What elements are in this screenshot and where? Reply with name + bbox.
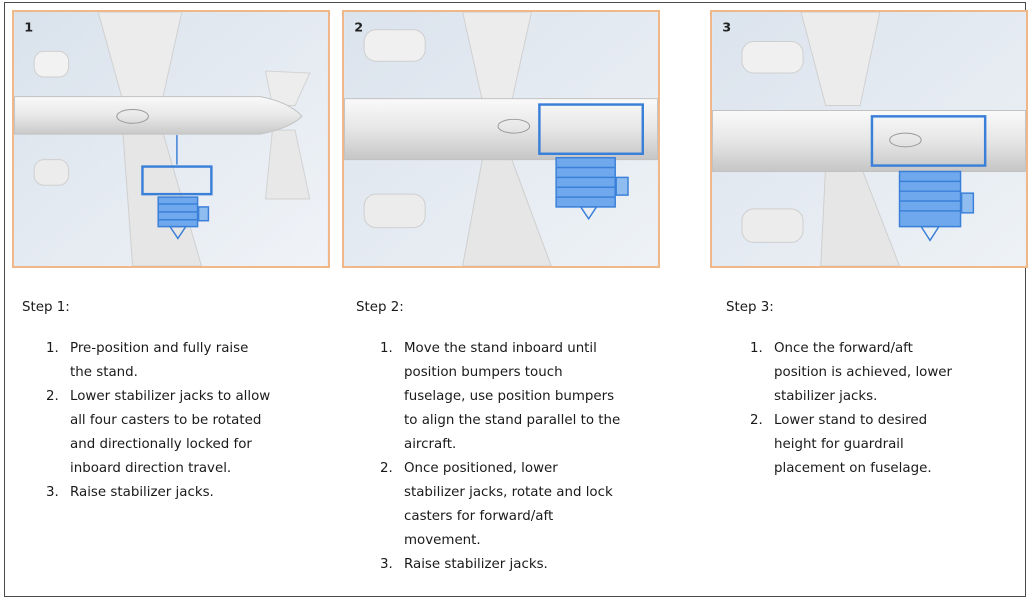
list-item: 3. Raise stabilizer jacks. [22,481,322,505]
list-text: Raise stabilizer jacks. [404,557,548,572]
list-text: Raise stabilizer jacks. [70,485,214,500]
step-heading: Step 1: [22,300,70,315]
step-1-illustration: 1 [12,10,330,268]
maintenance-stand-icon [538,103,644,221]
step-number: 3 [722,21,731,36]
step-2-text: Step 2: 1. Move the stand inboard until p… [356,300,676,577]
aircraft-illustration: 3 [712,12,1026,266]
list-item: 1. Once the forward/aft position is achie… [726,337,1016,409]
list-number: 1. [380,341,393,356]
step-3-illustration: 3 [710,10,1028,268]
list-number: 1. [750,341,763,356]
step-1-text: Step 1: 1. Pre-position and fully raise t… [22,300,322,505]
step-instructions-list: 1. Once the forward/aft position is achie… [726,337,1016,481]
step-number: 1 [24,21,33,36]
document-frame [4,2,1026,597]
list-text: Lower stabilizer jacks to allow all four… [70,389,271,476]
list-item: 2. Once positioned, lower stabilizer jack… [356,457,676,553]
step-number: 2 [354,21,363,36]
list-text: Lower stand to desired height for guardr… [774,413,932,476]
aircraft-illustration: 1 [14,12,328,266]
list-text: Pre-position and fully raise the stand. [70,341,249,380]
list-item: 3. Raise stabilizer jacks. [356,553,676,577]
list-number: 2. [46,389,59,404]
maintenance-stand-icon [870,115,987,242]
maintenance-stand-icon [141,135,213,240]
list-item: 1. Move the stand inboard until position … [356,337,676,457]
list-item: 2. Lower stand to desired height for gua… [726,409,1016,481]
step-2-illustration: 2 [342,10,660,268]
step-instructions-list: 1. Move the stand inboard until position … [356,337,676,577]
list-number: 1. [46,341,59,356]
list-text: Once the forward/aft position is achieve… [774,341,953,404]
step-3-text: Step 3: 1. Once the forward/aft position … [726,300,1016,481]
list-number: 2. [750,413,763,428]
list-item: 2. Lower stabilizer jacks to allow all fo… [22,385,322,481]
list-number: 2. [380,461,393,476]
step-instructions-list: 1. Pre-position and fully raise the stand… [22,337,322,505]
aircraft-illustration: 2 [344,12,658,266]
list-text: Once positioned, lower stabilizer jacks,… [404,461,613,548]
step-heading: Step 2: [356,300,404,315]
list-item: 1. Pre-position and fully raise the stand… [22,337,322,385]
list-number: 3. [46,485,59,500]
list-number: 3. [380,557,393,572]
list-text: Move the stand inboard until position bu… [404,341,621,452]
step-heading: Step 3: [726,300,774,315]
